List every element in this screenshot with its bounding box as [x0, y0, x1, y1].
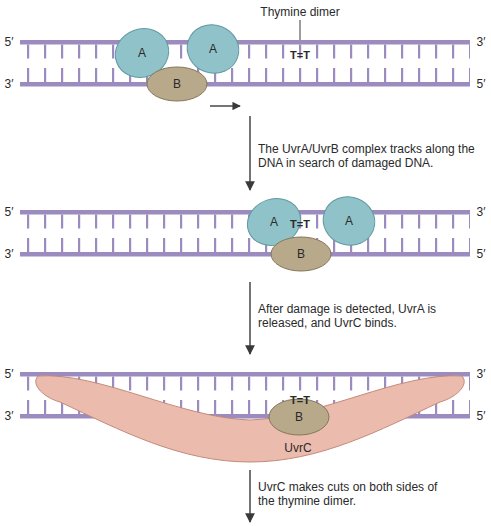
protein-shape [36, 376, 464, 462]
strand-end: 5′ [5, 367, 14, 381]
protein-name: UvrC [284, 441, 311, 455]
protein-name: A [270, 215, 278, 229]
callout-label: Thymine dimer [260, 5, 339, 19]
protein-name: A [138, 46, 146, 60]
dimer-label: T=T [290, 48, 310, 62]
step-note: After damage is detected, UvrA is releas… [258, 302, 446, 330]
leader-line [300, 20, 301, 40]
dna-strand [20, 372, 470, 377]
base-ticks [20, 215, 470, 229]
protein-shape [316, 190, 381, 253]
protein-outline [36, 370, 470, 466]
protein-name: B [295, 410, 303, 424]
strand-end: 5′ [5, 205, 14, 219]
strand-end: 5′ [477, 409, 486, 423]
strand-end: 3′ [477, 35, 486, 49]
dna-duplex [20, 40, 470, 87]
uvrb-protein: B [270, 234, 332, 274]
dimer-label: T=T [290, 393, 310, 407]
dna-strand [20, 252, 470, 257]
dna-strand [20, 40, 470, 45]
direction-arrow [210, 105, 240, 106]
uvrb-protein: B [146, 64, 208, 104]
strand-end: 5′ [477, 247, 486, 261]
uvrc-protein: UvrC [36, 370, 470, 466]
step-note: UvrC makes cuts on both sides of the thy… [258, 480, 440, 508]
strand-end: 3′ [477, 205, 486, 219]
dimer-label: T=T [290, 217, 310, 231]
strand-end: 3′ [5, 247, 14, 261]
dna-duplex [20, 210, 470, 257]
dna-strand [20, 210, 470, 215]
protein-name: B [173, 77, 181, 91]
protein-shape [271, 237, 331, 271]
base-ticks [20, 68, 470, 82]
protein-name: B [297, 247, 305, 261]
step-arrow [249, 470, 250, 522]
step-arrow [249, 116, 250, 190]
base-ticks [20, 238, 470, 252]
protein-shape [180, 18, 245, 81]
uvra-protein: A [322, 194, 376, 248]
step-arrow [249, 282, 250, 354]
base-ticks [20, 45, 470, 59]
step-note: The UvrA/UvrB complex tracks along the D… [258, 142, 488, 170]
strand-end: 3′ [5, 77, 14, 91]
protein-name: A [345, 214, 353, 228]
dna-strand [20, 82, 470, 87]
uvra-protein: A [186, 22, 240, 76]
protein-shape [147, 67, 207, 101]
strand-end: 5′ [5, 35, 14, 49]
strand-end: 3′ [477, 367, 486, 381]
strand-end: 5′ [477, 77, 486, 91]
strand-end: 3′ [5, 409, 14, 423]
protein-name: A [209, 42, 217, 56]
